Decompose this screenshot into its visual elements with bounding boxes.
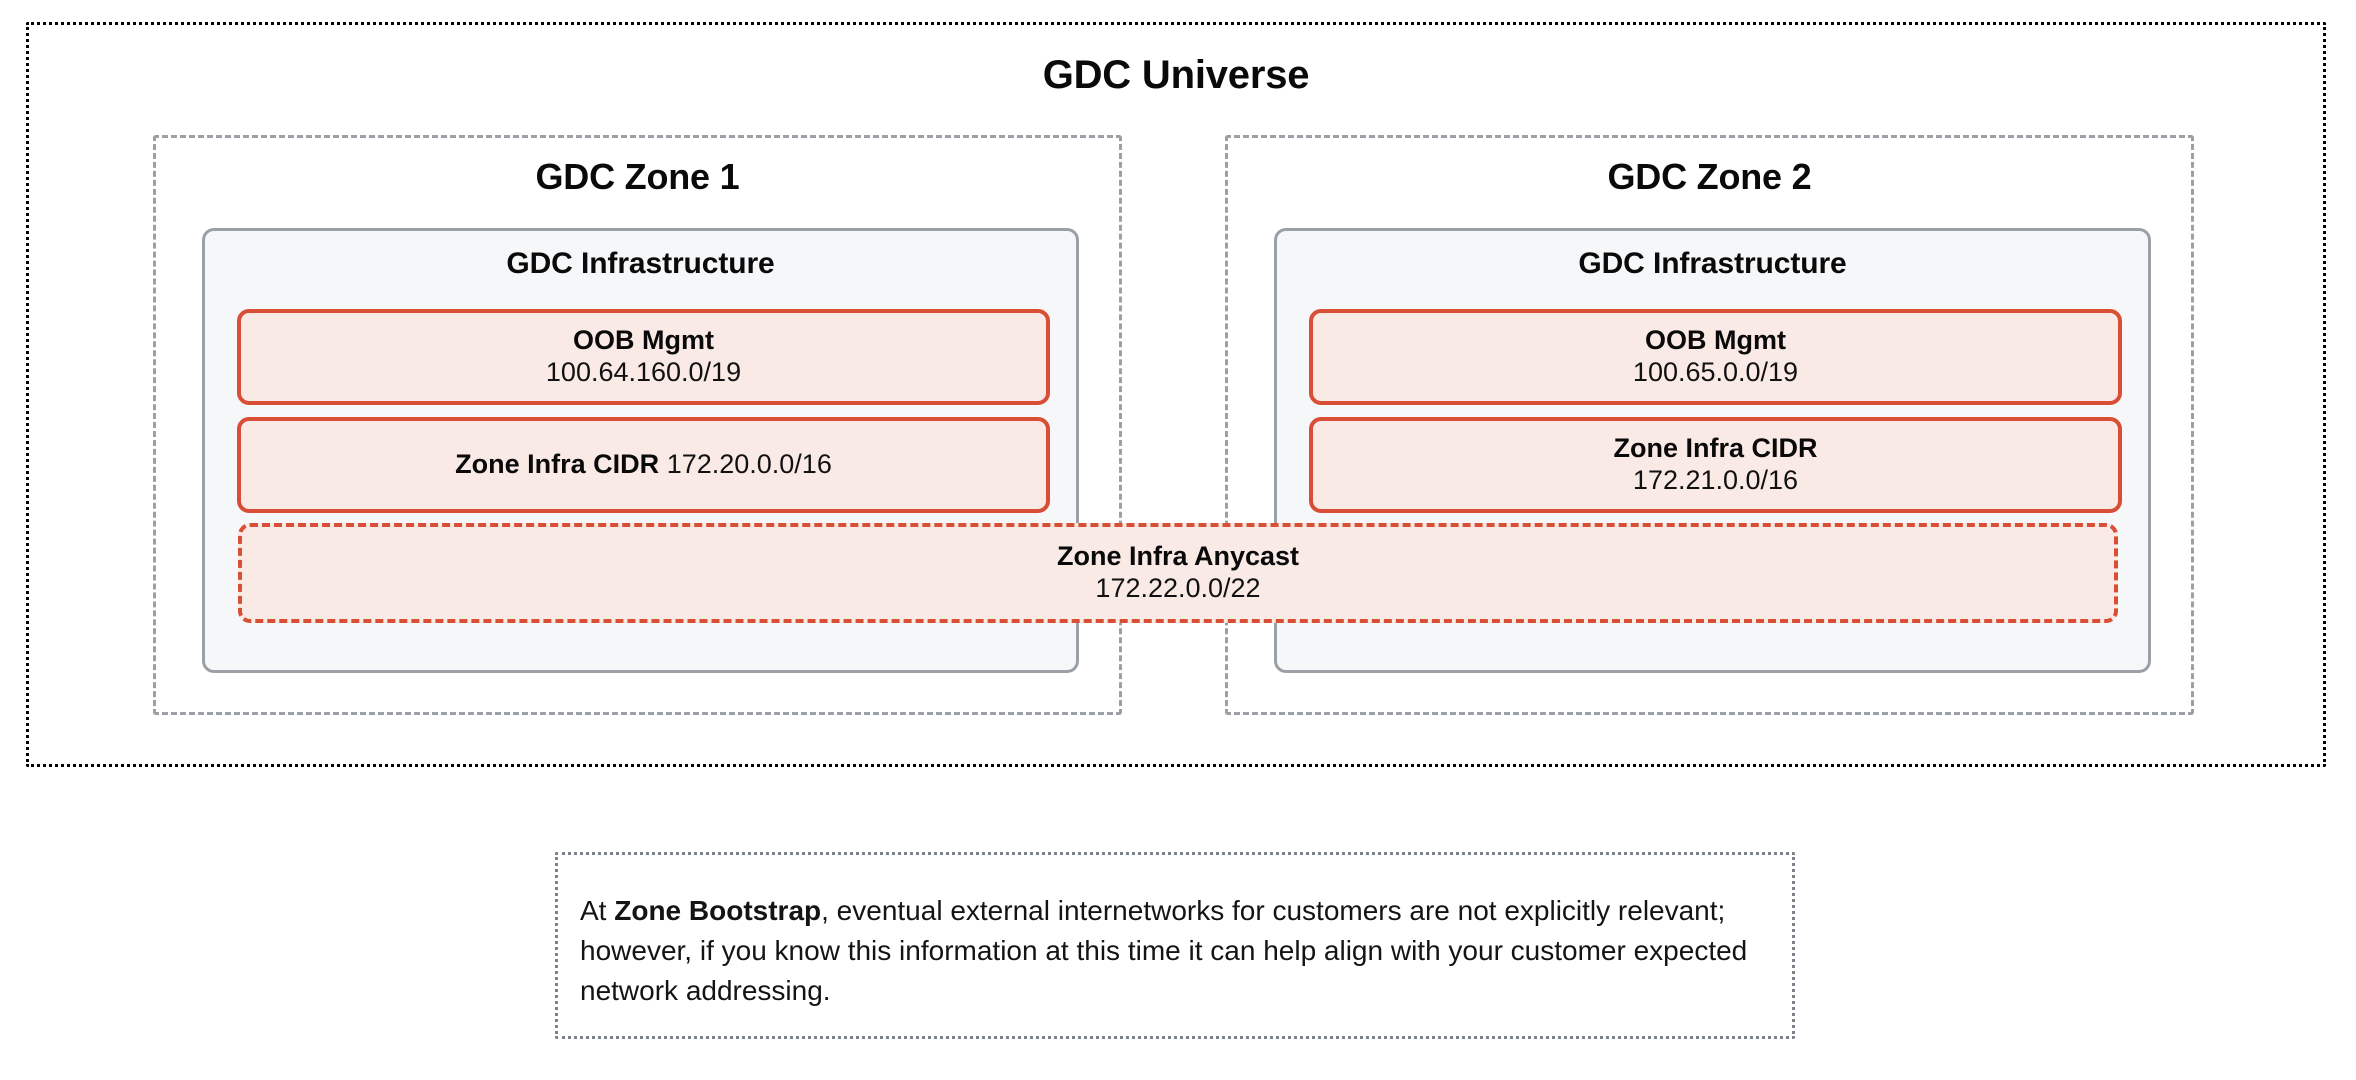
zone-infra-anycast-value: 172.22.0.0/22	[1095, 573, 1261, 603]
zone-1-oob-mgmt-value: 100.64.160.0/19	[545, 357, 742, 387]
zone-1-title: GDC Zone 1	[535, 156, 740, 197]
zone-2-oob-mgmt-value: 100.65.0.0/19	[1632, 357, 1799, 387]
zone-2-zone-infra-cidr-value: 172.21.0.0/16	[1632, 465, 1799, 495]
note-bold-term: Zone Bootstrap	[614, 895, 822, 926]
zone-1-oob-mgmt-block: OOB Mgmt 100.64.160.0/19	[237, 309, 1050, 405]
zone-1-zone-infra-cidr-spacer	[659, 449, 667, 479]
zone-2-zone-infra-cidr-block: Zone Infra CIDR 172.21.0.0/16	[1309, 417, 2122, 513]
note-rest-text: , eventual external internetworks for cu…	[580, 895, 1748, 1006]
gdc-universe-container: GDC Universe GDC Zone 1 GDC Infrastructu…	[26, 22, 2326, 767]
zone-1-zone-infra-cidr-block: Zone Infra CIDR 172.20.0.0/16	[237, 417, 1050, 513]
zone-2-zone-infra-cidr-label: Zone Infra CIDR	[1613, 433, 1818, 464]
zone-1-zone-infra-cidr-label: Zone Infra CIDR	[455, 449, 660, 480]
zone-1-oob-mgmt-label: OOB Mgmt	[573, 325, 714, 356]
gdc-zone-1-container: GDC Zone 1 GDC Infrastructure OOB Mgmt 1…	[153, 135, 1122, 715]
note-lead-text: At	[580, 895, 615, 926]
bootstrap-note-box: At Zone Bootstrap, eventual external int…	[555, 852, 1795, 1039]
zone-infra-anycast-label: Zone Infra Anycast	[1056, 541, 1300, 572]
universe-title: GDC Universe	[1042, 53, 1310, 97]
zone-2-infrastructure-title: GDC Infrastructure	[1578, 247, 1847, 280]
zone-1-zone-infra-cidr-line: Zone Infra CIDR 172.20.0.0/16	[455, 449, 832, 481]
zone-2-oob-mgmt-label: OOB Mgmt	[1645, 325, 1786, 356]
bootstrap-note-text: At Zone Bootstrap, eventual external int…	[580, 891, 1770, 1010]
zone-2-title: GDC Zone 2	[1607, 156, 1812, 197]
zone-2-oob-mgmt-block: OOB Mgmt 100.65.0.0/19	[1309, 309, 2122, 405]
zone-infra-anycast-block: Zone Infra Anycast 172.22.0.0/22	[238, 523, 2118, 623]
gdc-zone-2-container: GDC Zone 2 GDC Infrastructure OOB Mgmt 1…	[1225, 135, 2194, 715]
zone-1-zone-infra-cidr-value: 172.20.0.0/16	[666, 449, 832, 480]
zone-1-infrastructure-title: GDC Infrastructure	[506, 247, 775, 280]
